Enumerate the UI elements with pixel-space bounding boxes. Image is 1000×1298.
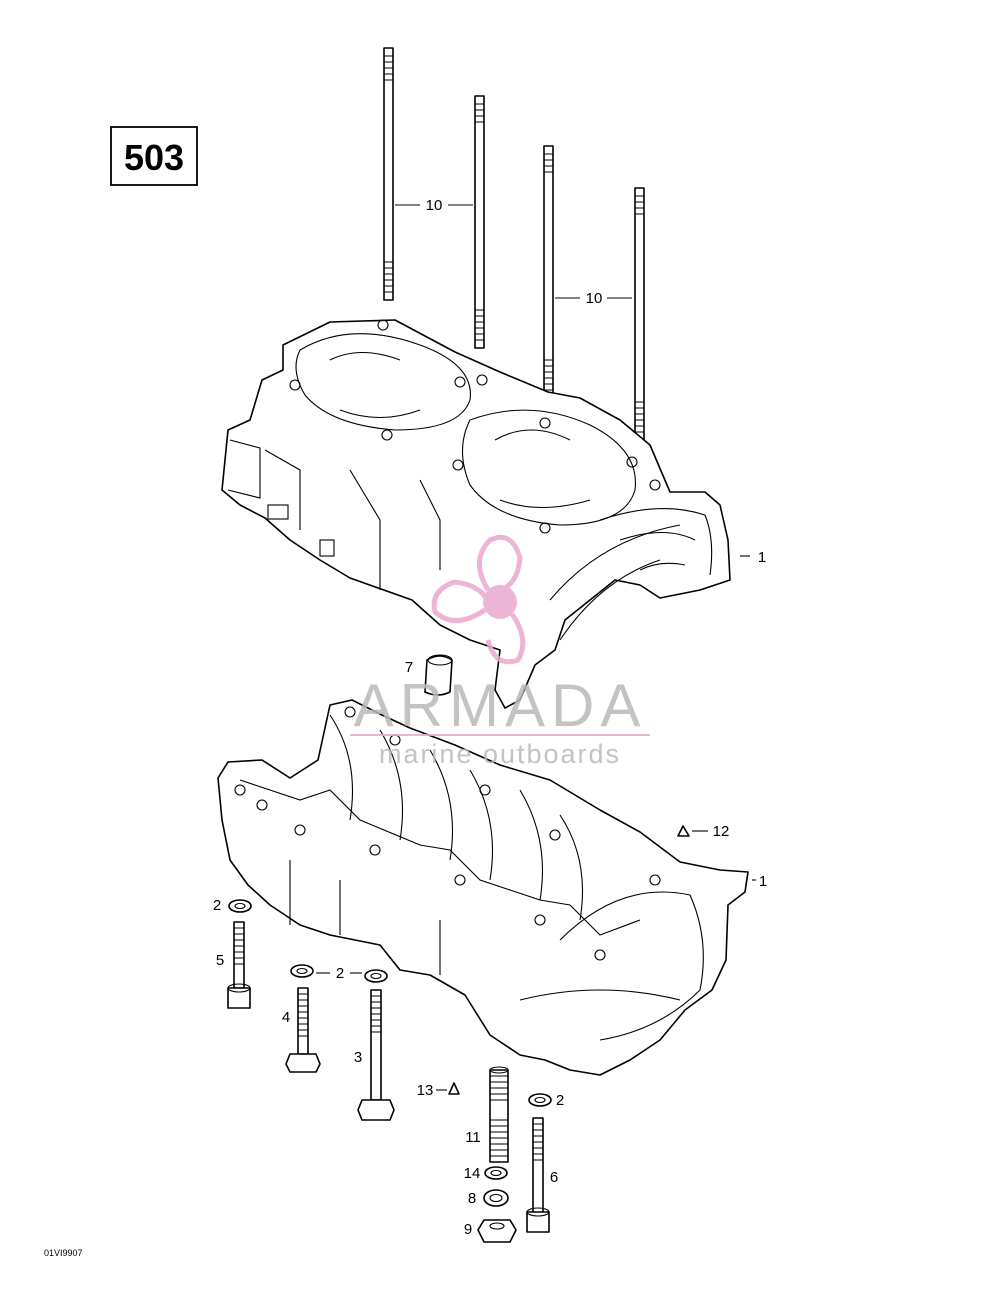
nut [677,825,690,837]
stud [474,95,485,349]
socket-screw [526,1117,550,1233]
washer [528,1093,552,1107]
callout-3: 3 [354,1049,362,1066]
washer [364,969,388,983]
nut [448,1082,460,1095]
hex-nut [477,1219,517,1243]
stud [543,145,554,397]
washer [290,964,314,978]
lock-washer [483,1189,509,1207]
plug [424,654,453,696]
callout-7: 7 [405,659,413,676]
washer [484,1166,508,1180]
section-number-box: 503 [110,126,198,186]
callout-14: 14 [464,1165,481,1182]
stud-10-group: 10 10 [383,47,645,441]
callout-1-upper: 1 [758,549,766,566]
callout-9: 9 [464,1221,472,1238]
callout-6: 6 [550,1169,558,1186]
callout-8: 8 [468,1190,476,1207]
stud [634,187,645,441]
upper-crankcase [221,319,731,709]
callout-10b: 10 [586,290,603,307]
callout-2b: 2 [336,965,344,982]
hex-bolt [285,987,321,1073]
propeller-logo [431,534,526,665]
section-number: 503 [124,137,184,178]
lower-crankcase [217,699,749,1076]
drawing-code: 01VI9907 [44,1248,83,1258]
callout-4: 4 [282,1009,290,1026]
watermark-title: ARMADA [354,672,647,739]
callout-2a: 2 [213,897,221,914]
callout-1-lower: 1 [759,873,767,890]
socket-screw [227,921,251,1009]
callout-13: 13 [417,1082,434,1099]
washer [228,899,252,913]
callout-12: 12 [713,823,730,840]
watermark-subtitle: marine outboards [379,739,621,769]
stud [489,1066,509,1163]
callout-2c: 2 [556,1092,564,1109]
hex-bolt [357,989,395,1121]
callout-11: 11 [465,1129,481,1146]
stud [383,47,394,301]
watermark: ARMADA marine outboards [350,534,650,769]
callout-5: 5 [216,952,224,969]
callout-10a: 10 [426,197,443,214]
